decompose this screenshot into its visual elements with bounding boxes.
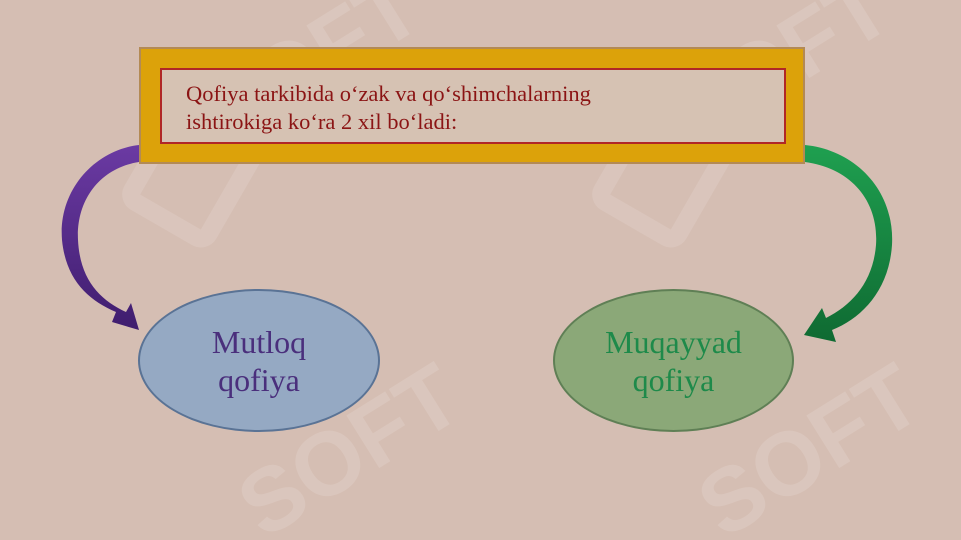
mutloq-qofiya-node: Mutloq qofiya — [138, 289, 380, 432]
mutloq-qofiya-label: Mutloq qofiya — [212, 323, 306, 399]
heading-line-2: ishtirokiga ko‘ra 2 xil bo‘ladi: — [186, 109, 458, 134]
mutloq-label-line-1: Mutloq — [211, 323, 307, 360]
heading-text: Qofiya tarkibida o‘zak va qo‘shimchalarn… — [186, 80, 776, 136]
mutloq-label-line-2: qofiya — [218, 361, 300, 398]
heading-line-1: Qofiya tarkibida o‘zak va qo‘shimchalarn… — [186, 81, 591, 106]
muqayyad-qofiya-label: Muqayyad qofiya — [605, 323, 742, 399]
muqayyad-qofiya-node: Muqayyad qofiya — [553, 289, 794, 432]
right-arrow — [804, 145, 893, 342]
heading-frame: Qofiya tarkibida o‘zak va qo‘shimchalarn… — [139, 47, 805, 164]
heading-box: Qofiya tarkibida o‘zak va qo‘shimchalarn… — [160, 68, 786, 144]
left-arrow — [61, 145, 139, 330]
muqayyad-label-line-2: qofiya — [632, 361, 715, 398]
muqayyad-label-line-1: Muqayyad — [605, 323, 742, 360]
